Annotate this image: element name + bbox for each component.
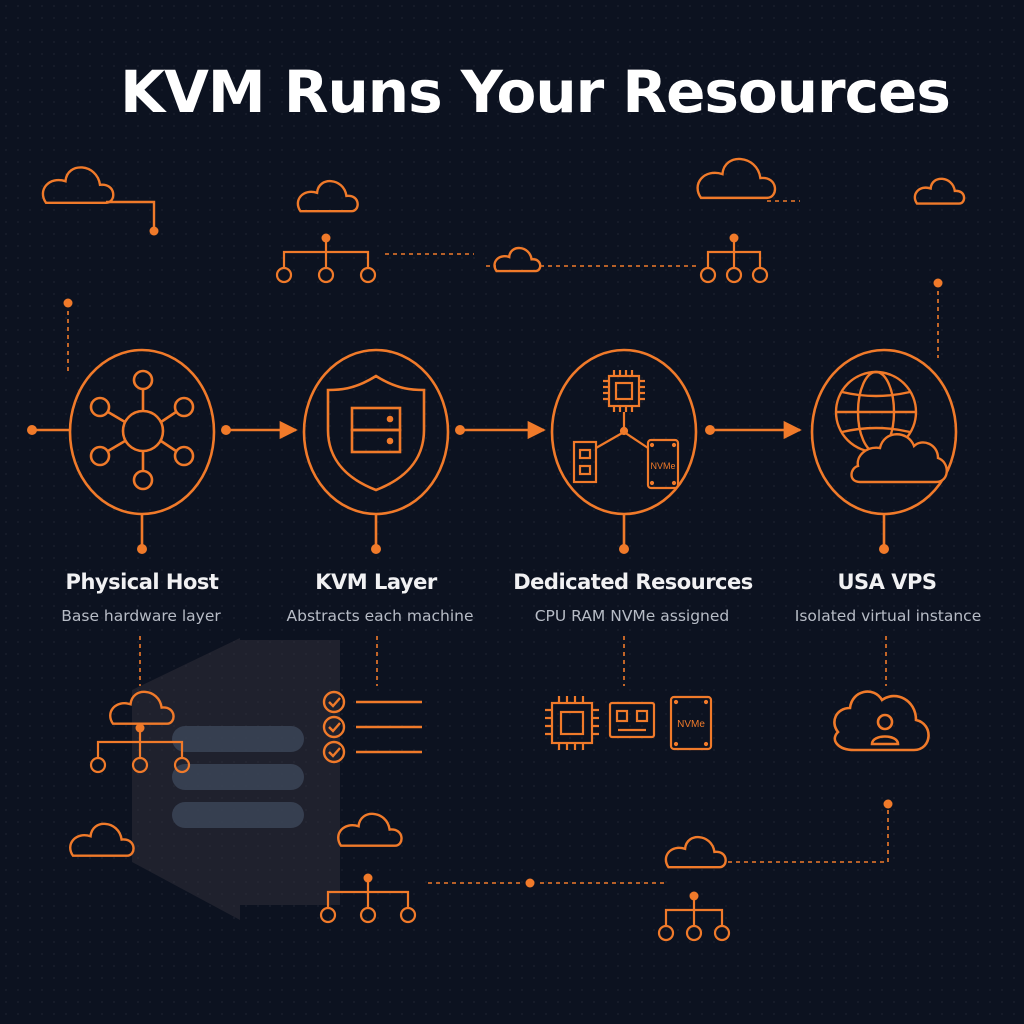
step-usa-vps-circle: [810, 348, 958, 516]
node-circle: [751, 266, 769, 284]
step-stem-dot-4: [879, 544, 889, 554]
step-subtitle-usa-vps: Isolated virtual instance: [794, 607, 982, 625]
shield-server-icon: [326, 374, 426, 492]
network-tree-bottom-center: [319, 873, 417, 924]
network-hub-icon: [89, 369, 195, 491]
bottom-cpu-icon: [545, 696, 599, 750]
node-circle: [319, 906, 337, 924]
connector-dot: [883, 799, 893, 809]
node-circle: [685, 924, 703, 942]
background-panel: [132, 638, 340, 920]
node-circle: [725, 266, 743, 284]
cloud-icon-top-center: [296, 179, 359, 213]
flow-dot-2: [455, 425, 465, 435]
bottom-nvme-icon: [669, 695, 713, 751]
network-tree-bottom-left: [89, 723, 191, 774]
step-stem-dot-1: [137, 544, 147, 554]
cloud-icon-bottom-center: [337, 812, 403, 847]
decorations: [27, 157, 966, 942]
bottom-nvme-label: NVMe: [677, 719, 705, 730]
tree-branch: [326, 878, 410, 908]
node-circle: [359, 266, 377, 284]
bottom-ram-icon: [608, 701, 656, 739]
cloud-icon-bottom-right: [664, 835, 727, 869]
tree-branch: [664, 896, 724, 926]
cpu-ram-nvme-icon: [572, 370, 680, 490]
cloud-icon-top-right: [696, 157, 777, 200]
step-title-usa-vps: USA VPS: [837, 570, 937, 594]
cloud-icon-bottom-left: [109, 690, 175, 725]
node-circle: [89, 756, 107, 774]
node-circle: [657, 924, 675, 942]
step-subtitle-kvm-layer: Abstracts each machine: [286, 607, 474, 625]
nvme-chip-label: NVMe: [650, 461, 675, 471]
step-subtitle-dedicated-resources: CPU RAM NVMe assigned: [534, 607, 730, 625]
cloud-icon-far-right: [913, 177, 966, 205]
dashed-connector: [728, 806, 889, 863]
node-circle: [131, 756, 149, 774]
node-circle: [173, 756, 191, 774]
dashed-connector: [106, 200, 156, 230]
node-circle: [713, 924, 731, 942]
step-dedicated-resources-circle: NVMe: [550, 348, 698, 516]
node-circle: [275, 266, 293, 284]
network-tree-top-right: [699, 233, 769, 284]
node-circle: [699, 266, 717, 284]
step-title-physical-host: Physical Host: [65, 570, 219, 594]
connector-lines: [30, 200, 939, 884]
connector-dot: [149, 226, 159, 236]
node-circle: [359, 906, 377, 924]
step-stem-dot-2: [371, 544, 381, 554]
tree-branch: [282, 238, 370, 268]
page-title: KVM Runs Your Resources: [120, 58, 951, 126]
user-cloud-icon: [833, 690, 930, 752]
flow-dot-1: [221, 425, 231, 435]
step-title-dedicated-resources: Dedicated Resources: [513, 570, 753, 594]
checklist-icon: [322, 690, 422, 764]
connector-dot: [525, 878, 535, 888]
cloud-icon-bottom-far-left: [69, 822, 135, 857]
cloud-icon-small: [493, 246, 542, 273]
node-circle: [317, 266, 335, 284]
cloud-icon-top-left: [41, 166, 115, 204]
step-kvm-layer-circle: [302, 348, 450, 516]
network-tree-bottom-right: [657, 891, 731, 942]
globe-cloud-icon: [834, 370, 948, 484]
network-tree-top-center: [275, 233, 377, 284]
tree-branch: [706, 238, 762, 268]
node-circle: [399, 906, 417, 924]
step-title-kvm-layer: KVM Layer: [315, 570, 437, 594]
step-subtitle-physical-host: Base hardware layer: [61, 607, 221, 625]
flow-start-dot: [27, 425, 37, 435]
connector-dot: [933, 278, 943, 288]
connector-dot: [63, 298, 73, 308]
step-stem-dot-3: [619, 544, 629, 554]
tree-branch: [96, 728, 184, 758]
step-physical-host-circle: [68, 348, 216, 516]
flow-dot-3: [705, 425, 715, 435]
